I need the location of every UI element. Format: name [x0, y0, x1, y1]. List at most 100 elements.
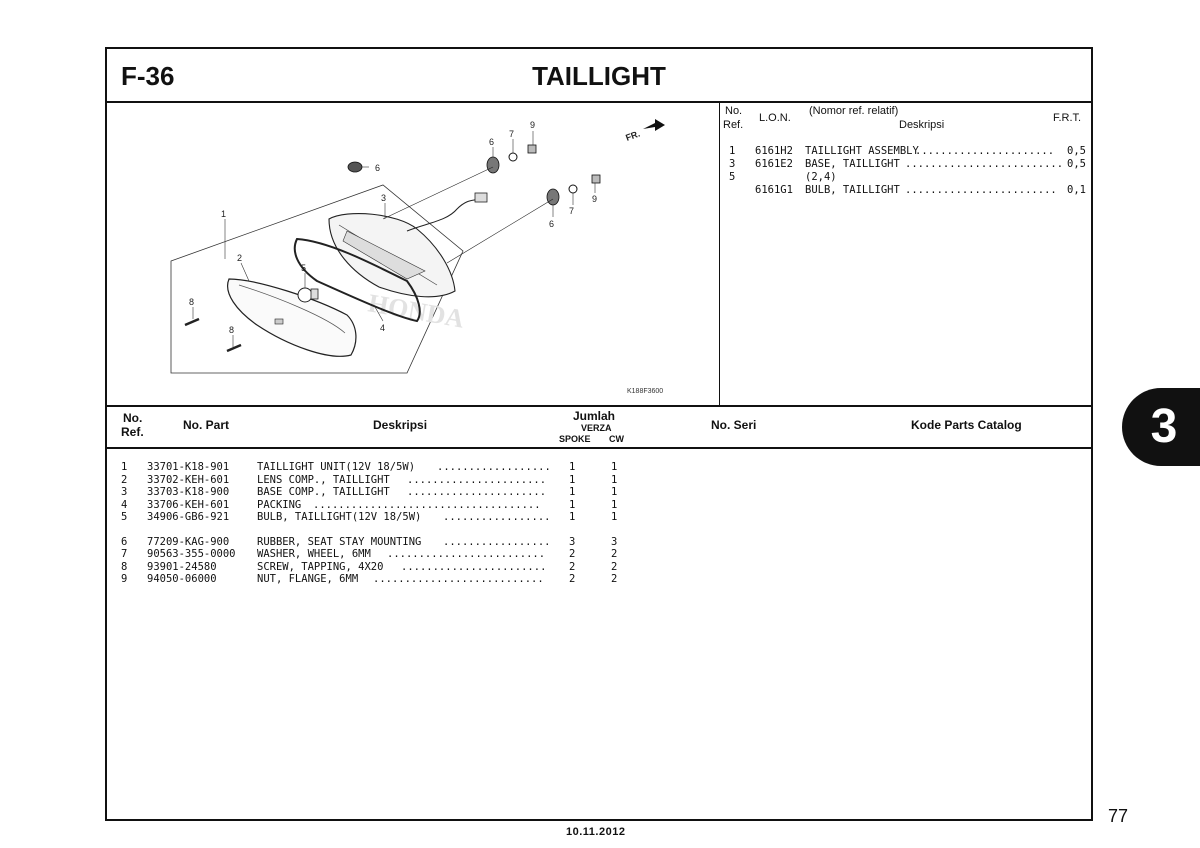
bulb-base: [310, 288, 319, 300]
row-qty-spoke: 2: [569, 548, 576, 560]
row-dots: ...........................: [373, 573, 544, 585]
catalog-frame: F-36 TAILLIGHT HONDA: [105, 47, 1093, 821]
callout-5: 5: [301, 263, 306, 273]
table-row: 1 33701-K18-901 TAILLIGHT UNIT(12V 18/5W…: [107, 461, 617, 473]
row-dots: ......................: [407, 486, 547, 498]
leader-lines: [192, 131, 596, 347]
callout-6b: 6: [489, 137, 494, 147]
lens-clip: [274, 318, 284, 325]
row-qty-spoke: 2: [569, 573, 576, 585]
washer-upper: [508, 152, 518, 162]
page-number: 77: [1108, 806, 1129, 826]
section-code: F-36: [121, 61, 175, 91]
row-dots: .................: [443, 536, 551, 548]
frt-row-lon: 6161G1: [755, 184, 793, 196]
frt-row-frt: 0,5: [1067, 145, 1086, 157]
table-row: 9 94050-06000 NUT, FLANGE, 6MM .........…: [107, 573, 617, 585]
frt-lon-label: L.O.N.: [759, 112, 791, 124]
frt-deskripsi-label: Deskripsi: [899, 119, 945, 131]
stud-line-upper: [382, 166, 494, 220]
row-qty-cw: 2: [611, 548, 618, 560]
frt-nomor-label: (Nomor ref. relatif): [809, 105, 899, 117]
rubber-upper: [486, 156, 500, 174]
frt-row-desc: BASE, TAILLIGHT: [805, 158, 900, 170]
row-part-number: 90563-355-0000: [147, 548, 236, 560]
title-bar: F-36 TAILLIGHT: [107, 49, 1091, 103]
col-jumlah-label: Jumlah: [573, 409, 616, 423]
frt-row-desc: BULB, TAILLIGHT: [805, 184, 900, 196]
table-row: 6 77209-KAG-900 RUBBER, SEAT STAY MOUNTI…: [107, 536, 617, 548]
row-ref: 7: [121, 548, 128, 560]
row-ref: 2: [121, 474, 128, 486]
table-row: 5 34906-GB6-921 BULB, TAILLIGHT(12V 18/5…: [107, 511, 617, 523]
stud-line-lower: [446, 198, 554, 264]
table-row: 8 93901-24580 SCREW, TAPPING, 4X20 .....…: [107, 561, 617, 573]
lens-detail: [238, 284, 346, 334]
rubber-lower: [546, 188, 560, 206]
callout-8a: 8: [189, 297, 194, 307]
exploded-diagram: HONDA: [107, 101, 720, 405]
assembly-outline: [170, 184, 464, 374]
col-spoke-label: SPOKE: [559, 434, 591, 444]
row-ref: 5: [121, 511, 128, 523]
callout-1: 1: [221, 209, 226, 219]
frt-row-dots: ........................: [905, 184, 1057, 196]
row-qty-spoke: 3: [569, 536, 576, 548]
row-description: NUT, FLANGE, 6MM: [257, 573, 359, 585]
row-ref: 1: [121, 461, 128, 473]
frt-table: No. Ref. L.O.N. (Nomor ref. relatif) Des…: [719, 101, 1091, 405]
base-reflector: [342, 230, 426, 280]
row-qty-cw: 1: [611, 486, 618, 498]
callout-2: 2: [237, 253, 242, 263]
col-no-label: No.: [123, 411, 143, 425]
callout-4: 4: [380, 323, 385, 333]
table-row: 4 33706-KEH-601 PACKING ................…: [107, 499, 617, 511]
row-part-number: 34906-GB6-921: [147, 511, 230, 523]
callout-6a: 6: [375, 163, 380, 173]
row-description: SCREW, TAPPING, 4X20: [257, 561, 384, 573]
rubber-loose: [347, 161, 363, 173]
nut-upper: [527, 144, 537, 154]
parts-list-header: No. Ref. No. Part Deskripsi Jumlah VERZA…: [107, 405, 1091, 449]
nut-lower: [591, 174, 601, 184]
row-qty-cw: 1: [611, 461, 618, 473]
col-kode-label: Kode Parts Catalog: [911, 418, 1022, 432]
connector: [474, 192, 488, 203]
row-dots: ..................: [437, 461, 551, 473]
row-part-number: 93901-24580: [147, 561, 217, 573]
table-row: 7 90563-355-0000 WASHER, WHEEL, 6MM ....…: [107, 548, 617, 560]
row-qty-spoke: 1: [569, 474, 576, 486]
frt-row-ref: 1: [729, 145, 736, 157]
row-part-number: 33702-KEH-601: [147, 474, 230, 486]
screw-lower: [226, 343, 242, 353]
row-part-number: 33701-K18-901: [147, 461, 230, 473]
frt-row-lon: 6161E2: [755, 158, 793, 170]
row-dots: .........................: [387, 548, 546, 560]
row-ref: 9: [121, 573, 128, 585]
col-cw-label: CW: [609, 434, 624, 444]
wire-harness: [406, 198, 480, 232]
row-qty-cw: 1: [611, 474, 618, 486]
col-deskripsi-label: Deskripsi: [373, 418, 428, 432]
row-ref: 4: [121, 499, 128, 511]
callout-7b: 7: [569, 206, 574, 216]
fr-label: FR.: [624, 129, 641, 143]
table-row: 2 33702-KEH-601 LENS COMP., TAILLIGHT ..…: [107, 474, 617, 486]
publication-date: 10.11.2012: [566, 826, 626, 838]
row-ref: 3: [121, 486, 128, 498]
row-qty-spoke: 1: [569, 461, 576, 473]
row-qty-cw: 3: [611, 536, 618, 548]
row-qty-spoke: 1: [569, 486, 576, 498]
frt-row-desc: (2,4): [805, 171, 837, 183]
row-description: RUBBER, SEAT STAY MOUNTING: [257, 536, 422, 548]
row-ref: 6: [121, 536, 128, 548]
row-description: PACKING: [257, 499, 302, 511]
row-ref: 8: [121, 561, 128, 573]
screw-upper: [184, 317, 200, 327]
section-tab: 3: [1122, 388, 1200, 466]
frt-row-frt: 0,5: [1067, 158, 1086, 170]
table-row: 3 33703-K18-900 BASE COMP., TAILLIGHT ..…: [107, 486, 617, 498]
frt-row-dots: .........................: [905, 158, 1064, 170]
taillight-diagram: HONDA: [170, 119, 665, 395]
front-arrow-icon: [643, 119, 665, 131]
